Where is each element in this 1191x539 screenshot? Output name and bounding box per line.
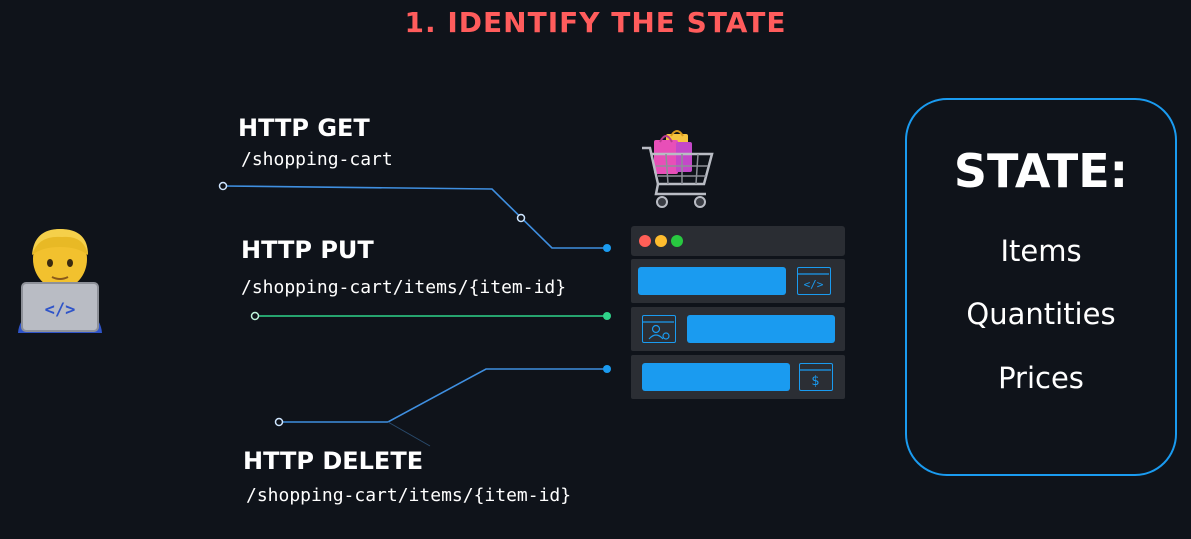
- window-minimize-dot: [655, 235, 667, 247]
- put-end-node: [603, 312, 611, 320]
- delete-start-node: [274, 417, 284, 427]
- man-technologist-icon: </>: [18, 229, 102, 333]
- code-icon: </>: [797, 267, 831, 295]
- get-end-node: [603, 244, 611, 252]
- state-item-prices: Prices: [998, 361, 1084, 395]
- window-maximize-dot: [671, 235, 683, 247]
- svg-text:</>: </>: [804, 278, 824, 291]
- svg-text:</>: </>: [45, 300, 76, 320]
- put-start-node: [250, 311, 260, 321]
- window-close-dot: [639, 235, 651, 247]
- state-item-quantities: Quantities: [966, 297, 1116, 331]
- state-item-items: Items: [1000, 234, 1082, 268]
- get-mid-node: [516, 213, 526, 223]
- page-title: 1. IDENTIFY THE STATE: [404, 6, 787, 39]
- get-start-node: [218, 181, 228, 191]
- put-method-label: HTTP PUT: [241, 236, 374, 264]
- state-heading: STATE:: [953, 144, 1129, 198]
- get-path-label: /shopping-cart: [241, 149, 393, 170]
- delete-method-label: HTTP DELETE: [243, 447, 424, 475]
- dollar-icon: $: [799, 363, 833, 391]
- state-panel: STATE: Items Quantities Prices: [905, 98, 1177, 476]
- window-row-profile: [631, 307, 845, 351]
- window-title-bar: [631, 226, 845, 256]
- delete-end-node: [603, 365, 611, 373]
- shopping-cart-icon: [642, 130, 714, 208]
- get-method-label: HTTP GET: [238, 114, 370, 142]
- delete-connector: [279, 368, 607, 423]
- delete-path-label: /shopping-cart/items/{item-id}: [246, 485, 572, 506]
- row-bar: [687, 315, 835, 343]
- window-row-price: $: [631, 355, 845, 399]
- window-row-code: </>: [631, 259, 845, 303]
- user-profile-icon: [642, 315, 676, 343]
- put-path-label: /shopping-cart/items/{item-id}: [241, 277, 567, 298]
- row-bar: [642, 363, 790, 391]
- row-bar: [638, 267, 786, 295]
- svg-text:$: $: [811, 374, 819, 389]
